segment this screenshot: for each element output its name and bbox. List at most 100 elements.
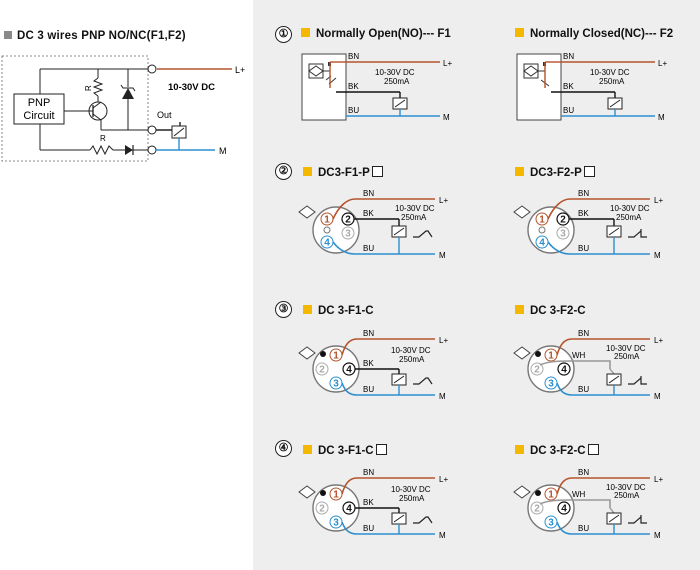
bn-wire	[556, 477, 650, 495]
bn-label: BN	[578, 468, 589, 477]
bn-wire	[547, 198, 650, 220]
current-label: 250mA	[614, 491, 640, 500]
f1-c-box-wiring-diagram: 1 2 4 3 BN L+ BK 10-30V DC 250mA BU M	[298, 468, 448, 540]
l-plus-label: L+	[439, 196, 448, 205]
section-3-left-heading: DC 3-F1-C	[303, 305, 374, 317]
pin-3: 3	[560, 229, 566, 240]
section-3-number: ③	[275, 301, 292, 318]
circuit-label: Circuit	[23, 110, 54, 122]
pin-4: 4	[346, 504, 352, 515]
section-1-left-heading: Normally Open(NO)--- F1	[301, 28, 451, 40]
terminal-out	[147, 125, 157, 135]
m-label: M	[654, 392, 661, 401]
f1-p-wiring-diagram: 1 4 2 3 BN L+ BK 10-30V DC 250mA BU M	[298, 189, 448, 260]
left-voltage-label: 10-30V DC	[168, 82, 215, 93]
current-label: 250mA	[399, 494, 425, 503]
bu-label: BU	[348, 106, 359, 115]
bn-wire	[341, 477, 435, 495]
bk-label: BK	[363, 498, 374, 507]
section-2-left-heading: DC3-F1-P	[303, 166, 383, 179]
bu-label: BU	[363, 385, 374, 394]
bn-label: BN	[578, 329, 589, 338]
yellow-square-icon	[303, 305, 312, 314]
checkbox-symbol-icon	[375, 444, 387, 455]
yellow-square-icon	[301, 28, 310, 37]
sensor-body	[301, 53, 347, 121]
yellow-square-icon	[515, 167, 524, 176]
wh-label: WH	[572, 351, 586, 360]
nc-switch-icon	[628, 229, 647, 238]
f2-c-wiring-diagram: 1 2 4 3 BN L+ WH 10-30V DC 250mA BU M	[513, 329, 663, 401]
l-plus-label: L+	[439, 475, 448, 484]
diode-icon	[125, 145, 133, 155]
pnp-label: PNP	[28, 97, 51, 109]
bu-label: BU	[578, 244, 589, 253]
pin-4: 4	[561, 504, 567, 515]
voltage-label: 10-30V DC	[391, 485, 431, 494]
bu-label: BU	[363, 524, 374, 533]
bu-wire	[341, 382, 435, 396]
terminal-m	[147, 145, 157, 155]
dashed-enclosure	[1, 55, 149, 162]
section-1-right-heading: Normally Closed(NC)--- F2	[515, 28, 673, 40]
left-m-label: M	[219, 146, 227, 156]
pin-2: 2	[345, 215, 351, 226]
l-plus-label: L+	[654, 475, 663, 484]
sensor-diamond-icon	[523, 65, 539, 77]
resistor-r2-icon	[89, 144, 114, 156]
bn-wire	[332, 198, 435, 220]
pin-3: 3	[333, 379, 339, 390]
current-label: 250mA	[399, 355, 425, 364]
bn-wire	[341, 338, 435, 356]
bu-label: BU	[578, 385, 589, 394]
pin-4: 4	[346, 365, 352, 376]
no-switch-icon	[413, 230, 433, 238]
pin-1: 1	[324, 215, 330, 226]
sensor-diamond-icon	[308, 65, 324, 77]
bn-label: BN	[348, 52, 359, 61]
bu-label: BU	[578, 524, 589, 533]
wh-wire	[539, 499, 611, 508]
zener-diode-icon	[122, 88, 134, 99]
yellow-square-icon	[303, 445, 312, 454]
nc-switch-icon	[628, 376, 647, 385]
no-switch-icon	[413, 516, 433, 524]
voltage-label: 10-30V DC	[606, 344, 646, 353]
left-diagram-title: DC 3 wires PNP NO/NC(F1,F2)	[4, 30, 186, 42]
m-label: M	[654, 251, 661, 260]
pnp-circuit-diagram: PNP Circuit L+ 10-30V DC R Out R M	[1, 55, 245, 162]
pin-4: 4	[539, 238, 545, 249]
pin-4: 4	[324, 238, 330, 249]
bn-label: BN	[363, 189, 374, 198]
yellow-square-icon	[303, 167, 312, 176]
sensor-diamond-icon	[513, 485, 531, 499]
voltage-label: 10-30V DC	[391, 346, 431, 355]
section-1-number: ①	[275, 26, 292, 43]
l-plus-label: L+	[443, 59, 452, 68]
bn-label: BN	[363, 329, 374, 338]
pin-3: 3	[548, 379, 554, 390]
pin-2: 2	[319, 365, 325, 376]
pin-3: 3	[333, 518, 339, 529]
bn-label: BN	[578, 189, 589, 198]
terminal-l-plus	[147, 64, 157, 74]
pin-1: 1	[333, 490, 339, 501]
current-label: 250mA	[614, 352, 640, 361]
wh-wire	[539, 360, 611, 369]
current-label: 250mA	[599, 77, 625, 86]
m-label: M	[443, 113, 450, 122]
bu-wire	[556, 382, 650, 396]
voltage-label: 10-30V DC	[590, 68, 630, 77]
section-4-left-heading: DC 3-F1-C	[303, 444, 387, 457]
left-l-plus-label: L+	[235, 65, 245, 75]
current-label: 250mA	[616, 213, 642, 222]
pnp-circuit-box	[13, 93, 65, 125]
f2-c-box-wiring-diagram: 1 2 4 3 BN L+ WH 10-30V DC 250mA BU M	[513, 468, 663, 540]
section-2-number: ②	[275, 163, 292, 180]
pin-4: 4	[561, 365, 567, 376]
pin-1: 1	[548, 351, 554, 362]
bu-wire	[341, 521, 435, 535]
section-4-number: ④	[275, 440, 292, 457]
m-label: M	[658, 113, 665, 122]
f2-p-wiring-diagram: 1 4 2 3 BN L+ BK 10-30V DC 250mA BU M	[513, 189, 663, 260]
